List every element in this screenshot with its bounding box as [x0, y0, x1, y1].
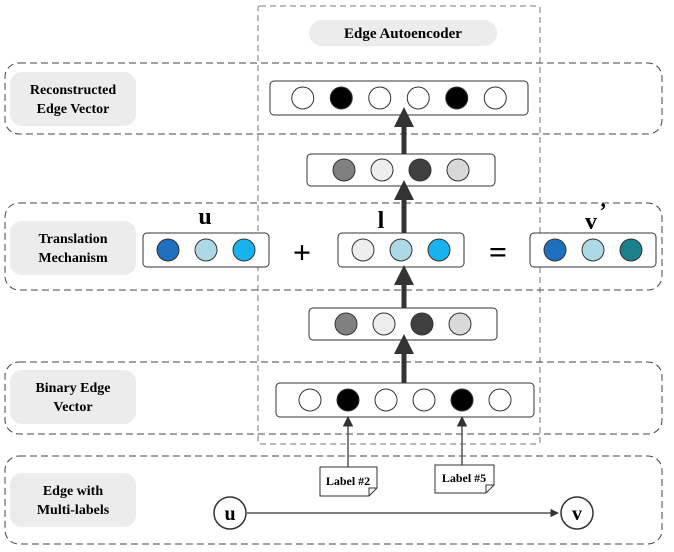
- hidden-bottom-vector: [308, 307, 498, 341]
- vector-unit: [329, 86, 353, 110]
- vector-unit: [232, 238, 256, 262]
- label-5-text: Label #5: [442, 471, 486, 485]
- u-vector: [142, 232, 270, 268]
- autoencoder-frame: [257, 5, 541, 445]
- plus-sign: +: [293, 234, 311, 270]
- node-v: [560, 496, 594, 530]
- v-prime-vector: [529, 232, 657, 268]
- vector-unit: [374, 388, 398, 412]
- vector-unit: [406, 86, 430, 110]
- row-edge-label-1: Edge with: [43, 484, 104, 499]
- row-edge-frame: [4, 455, 663, 545]
- vector-unit: [156, 238, 180, 262]
- equals-sign: =: [489, 234, 507, 270]
- vector-unit: [298, 388, 322, 412]
- row-binary-label-1: Binary Edge: [35, 381, 110, 396]
- vector-unit: [446, 158, 470, 182]
- diagram-title: Edge Autoencoder: [344, 26, 462, 42]
- vector-unit: [450, 388, 474, 412]
- node-v-label: v: [572, 503, 582, 525]
- v-prime-symbol: v: [585, 209, 597, 235]
- row-reconstructed-label-bg: [10, 72, 136, 126]
- vector-unit: [194, 238, 218, 262]
- vector-unit: [336, 388, 360, 412]
- reconstructed-vector: [269, 80, 529, 116]
- vector-unit: [619, 238, 643, 262]
- prime-mark: ’: [599, 198, 606, 223]
- node-u-label: u: [224, 503, 235, 525]
- row-edge-label-2: Multi-labels: [37, 503, 110, 518]
- row-binary-frame: [4, 361, 663, 435]
- binary-edge-vector: [275, 382, 535, 418]
- vector-unit: [332, 158, 356, 182]
- vector-unit: [412, 388, 436, 412]
- row-binary-label-2: Vector: [53, 400, 92, 415]
- vector-unit: [410, 312, 434, 336]
- vector-unit: [368, 86, 392, 110]
- l-vector: [337, 232, 465, 268]
- row-translation-label-bg: [10, 221, 136, 275]
- vector-unit: [408, 158, 432, 182]
- vector-unit: [351, 238, 375, 262]
- vector-unit: [488, 388, 512, 412]
- vector-unit: [427, 238, 451, 262]
- row-binary-label-bg: [10, 370, 136, 424]
- vector-unit: [389, 238, 413, 262]
- node-u: [213, 496, 247, 530]
- label-5-note: Label #5: [434, 464, 495, 494]
- vector-unit: [445, 86, 469, 110]
- vector-unit: [543, 238, 567, 262]
- row-edge-label-bg: [10, 473, 136, 527]
- l-symbol: l: [378, 208, 385, 234]
- vector-unit: [483, 86, 507, 110]
- hidden-top-vector: [306, 153, 496, 187]
- row-reconstructed-frame: [4, 62, 663, 135]
- vector-unit: [370, 158, 394, 182]
- vector-unit: [291, 86, 315, 110]
- vector-unit: [334, 312, 358, 336]
- row-translation-label-1: Translation: [39, 232, 108, 247]
- vector-unit: [448, 312, 472, 336]
- label-2-note: Label #2: [319, 466, 378, 497]
- row-reconstructed-label-1: Reconstructed: [30, 83, 117, 98]
- label-2-text: Label #2: [326, 474, 370, 488]
- vector-unit: [372, 312, 396, 336]
- title-pill: [309, 20, 497, 46]
- row-reconstructed-label-2: Edge Vector: [37, 102, 110, 117]
- u-symbol: u: [198, 204, 211, 230]
- row-translation-label-2: Mechanism: [38, 251, 108, 266]
- row-translation-frame: [4, 202, 663, 291]
- vector-unit: [581, 238, 605, 262]
